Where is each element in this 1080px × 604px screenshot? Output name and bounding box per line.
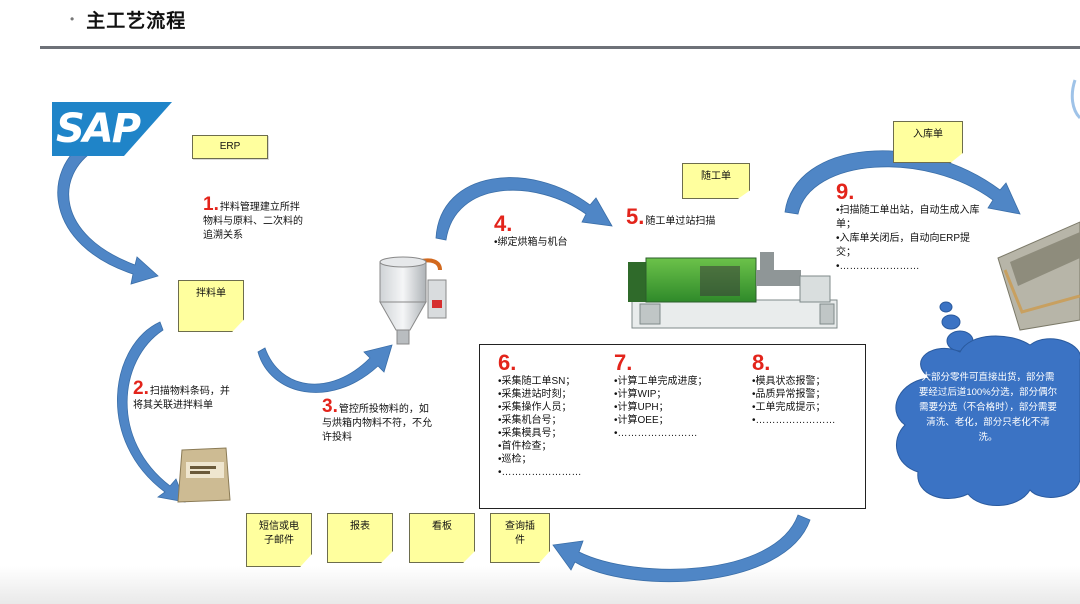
step-6-line: •采集进站时刻； xyxy=(498,389,572,400)
erp-note: ERP xyxy=(192,135,268,159)
warehouse-image xyxy=(997,79,1080,331)
step-5-number: 5. xyxy=(626,204,645,229)
board-note: 看板 xyxy=(409,513,475,563)
step-8-number: 8. xyxy=(752,350,771,375)
step-1-text: 拌料管理建立所拌物料与原料、二次料的追溯关系 xyxy=(203,202,303,241)
injection-molding-machine-image xyxy=(628,252,838,329)
step-5-text: 随工单过站扫描 xyxy=(645,216,716,227)
note-cloud xyxy=(895,301,1080,506)
arrow-sap-to-step1 xyxy=(57,139,159,285)
step-1: 1.拌料管理建立所拌物料与原料、二次料的追溯关系 xyxy=(203,195,307,243)
arrow-dryer-to-machine xyxy=(435,177,613,241)
step-6-line: •巡检； xyxy=(498,454,532,465)
arrow-route-to-warehouse xyxy=(784,150,1021,215)
header: • 主工艺流程 xyxy=(70,6,186,32)
sms-email-note: 短信或电子邮件 xyxy=(246,513,312,567)
step-6-number: 6. xyxy=(498,350,517,375)
data-collection-box: 6. •采集随工单SN； •采集进站时刻； •采集操作人员； •采集机台号； •… xyxy=(479,344,866,509)
step-3: 3.管控所投物料的，如与烘箱内物料不符，不允许投料 xyxy=(322,397,434,445)
step-9: 9. •扫描随工单出站，自动生成入库单； •入库单关闭后，自动向ERP提交； •… xyxy=(836,180,986,274)
flow-arrows xyxy=(57,139,1021,583)
route-sheet-note: 随工单 xyxy=(682,163,750,199)
hopper-dryer-image xyxy=(379,256,447,345)
step-9-line: •入库单关闭后，自动向ERP提交； xyxy=(836,233,971,258)
step-8-line: •工单完成提示； xyxy=(752,402,826,413)
step-6-line: •采集模具号； xyxy=(498,428,562,439)
arrow-data-loop xyxy=(552,514,811,583)
step-8-line: •模具状态报警； xyxy=(752,376,826,387)
step-6-line: •…………………… xyxy=(498,467,582,478)
step-4: 4. •绑定烘箱与机台 xyxy=(494,212,604,250)
step-6-line: •采集随工单SN； xyxy=(498,376,576,387)
report-note: 报表 xyxy=(327,513,393,563)
step-3-number: 3. xyxy=(322,396,338,417)
step-9-line: •扫描随工单出站，自动生成入库单； xyxy=(836,205,980,230)
step-4-text: •绑定烘箱与机台 xyxy=(494,237,568,248)
step-7-line: •…………………… xyxy=(614,428,698,439)
step-6-line: •采集机台号； xyxy=(498,415,562,426)
step-2-text: 扫描物料条码，并将其关联进拌料单 xyxy=(133,386,230,411)
bottom-fade xyxy=(0,566,1080,604)
step-8-line: •…………………… xyxy=(752,415,836,426)
step-9-number: 9. xyxy=(836,179,855,204)
step-2-number: 2. xyxy=(133,378,149,399)
title-divider xyxy=(40,46,1080,49)
cloud-text: 大部分零件可直接出货，部分需要经过后道100%分选，部分偶尔需要分选（不合格时）… xyxy=(918,372,1058,443)
warehouse-sheet-note: 入库单 xyxy=(893,121,963,163)
step-3-text: 管控所投物料的，如与烘箱内物料不符，不允许投料 xyxy=(322,404,432,443)
batch-sheet-note: 拌料单 xyxy=(178,280,244,332)
step-5: 5.随工单过站扫描 xyxy=(626,206,726,229)
query-plugin-note: 查询插件 xyxy=(490,513,550,563)
step-8-line: •品质异常报警； xyxy=(752,389,826,400)
title-bullet: • xyxy=(70,12,75,26)
step-1-number: 1. xyxy=(203,194,219,215)
step-6-column: 6. •采集随工单SN； •采集进站时刻； •采集操作人员； •采集机台号； •… xyxy=(498,351,582,479)
arrow-step3-to-dryer xyxy=(257,344,393,393)
material-bag-image xyxy=(177,447,231,503)
step-8-column: 8. •模具状态报警； •品质异常报警； •工单完成提示； •…………………… xyxy=(752,351,836,427)
step-7-line: •计算工单完成进度； xyxy=(614,376,708,387)
step-7-column: 7. •计算工单完成进度； •计算WIP； •计算UPH； •计算OEE； •…… xyxy=(614,351,708,440)
step-7-line: •计算UPH； xyxy=(614,402,669,413)
step-6-line: •采集操作人员； xyxy=(498,402,572,413)
step-7-number: 7. xyxy=(614,350,633,375)
step-4-number: 4. xyxy=(494,211,513,236)
page-title: 主工艺流程 xyxy=(86,10,187,32)
step-9-line: •…………………… xyxy=(836,261,920,272)
step-7-line: •计算WIP； xyxy=(614,389,667,400)
step-2: 2.扫描物料条码，并将其关联进拌料单 xyxy=(133,379,233,413)
step-7-line: •计算OEE； xyxy=(614,415,669,426)
step-6-line: •首件检查； xyxy=(498,441,552,452)
